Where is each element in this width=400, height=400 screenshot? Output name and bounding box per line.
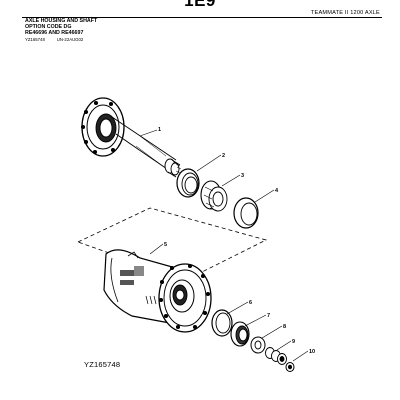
part-10-small-nut bbox=[285, 362, 295, 372]
callout-10: 10 bbox=[309, 349, 315, 355]
leader-lines bbox=[139, 129, 309, 362]
part-4-cup bbox=[233, 197, 259, 229]
callout-3: 3 bbox=[241, 173, 244, 179]
option-code: OPTION CODE DG bbox=[25, 24, 72, 31]
callout-7: 7 bbox=[267, 313, 270, 319]
figure-id: YZ165748 bbox=[84, 360, 121, 369]
callout-2: 2 bbox=[222, 153, 225, 159]
callout-4: 4 bbox=[275, 188, 279, 194]
part-2-seal bbox=[176, 168, 200, 198]
part-6-seal bbox=[211, 309, 233, 337]
image-code: YZ165748 bbox=[25, 36, 45, 42]
part-1-axle-shaft bbox=[80, 97, 182, 178]
part-8-washer bbox=[250, 336, 266, 354]
part-3-bearing bbox=[200, 180, 228, 212]
image-code-line: YZ165748 UN-22AUG02 bbox=[25, 37, 97, 43]
callout-1: 1 bbox=[158, 127, 161, 133]
callout-5: 5 bbox=[164, 242, 167, 248]
section-title: AXLE HOUSING AND SHAFT bbox=[25, 18, 98, 24]
header-rule bbox=[22, 17, 382, 18]
revision-code: UN-22AUG02 bbox=[56, 36, 84, 42]
callout-9: 9 bbox=[292, 339, 295, 345]
callout-8: 8 bbox=[283, 324, 286, 330]
manual-title: TEAMMATE II 1200 AXLE bbox=[310, 10, 380, 16]
part-numbers: RE46696 AND RE46697 bbox=[25, 30, 84, 37]
part-9-nut bbox=[265, 347, 287, 365]
page-number: 1E9 bbox=[184, 0, 216, 10]
part-7-bearing bbox=[230, 321, 250, 347]
part-5-axle-housing bbox=[103, 249, 212, 333]
section-info: AXLE HOUSING AND SHAFT OPTION CODE DG RE… bbox=[25, 18, 97, 43]
callouts: 1 2 3 4 5 6 7 8 9 10 bbox=[158, 127, 315, 355]
callout-6: 6 bbox=[249, 300, 252, 306]
part-5-housing-bounds bbox=[76, 207, 268, 281]
